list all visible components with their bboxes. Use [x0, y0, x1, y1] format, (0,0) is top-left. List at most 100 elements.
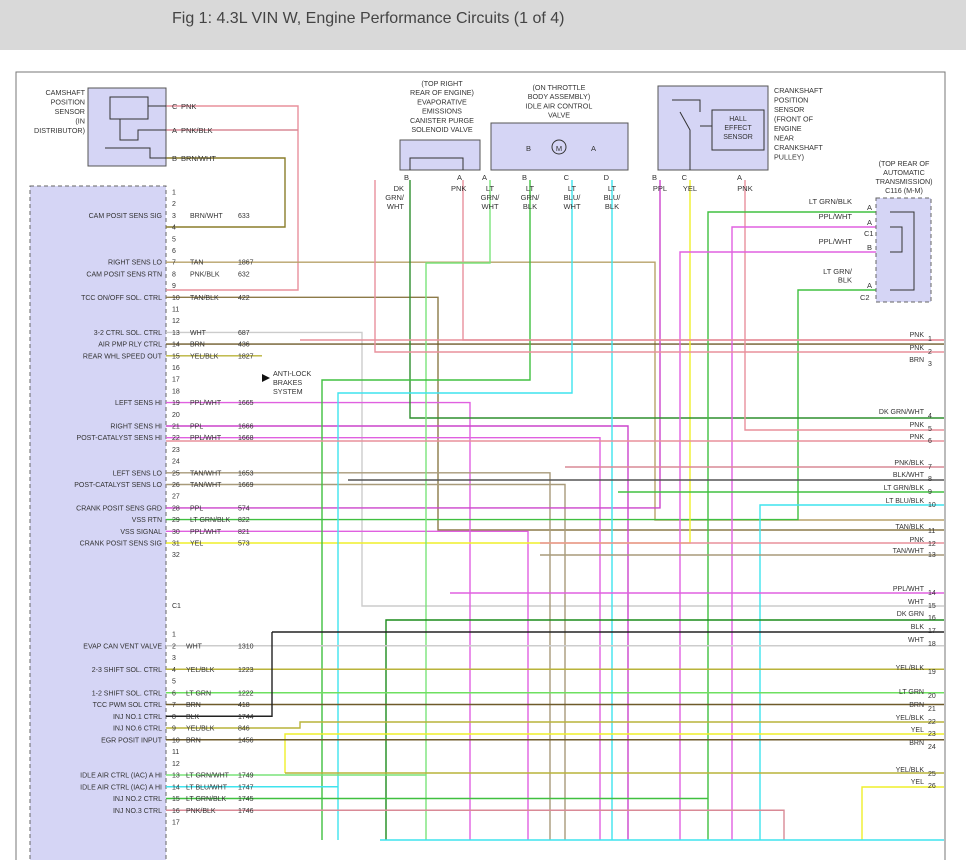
wire-iac-b [321, 180, 531, 840]
wire-pin30-pplwht [166, 530, 529, 840]
right-terminal-wire: PNK [910, 345, 925, 352]
pcm-c1-circuit: 1665 [238, 400, 254, 407]
pcm-c2-pin-number: 2 [172, 643, 176, 650]
pcm-c1-wire-color: LT GRN/BLK [190, 517, 231, 524]
pcm-c1-circuit: 687 [238, 330, 250, 337]
cam-pin-letter: C [172, 102, 178, 111]
right-terminal-wire: YEL/BLK [896, 715, 925, 722]
pcm-c2-pin-number: 5 [172, 679, 176, 686]
pcm-c1-pin-number: 1 [172, 190, 176, 197]
right-terminal-wire: BRN [909, 702, 924, 709]
c116-loop-1 [890, 211, 915, 291]
right-terminal-number: 22 [928, 719, 936, 726]
iac-wire-label: LT [568, 184, 577, 193]
c116-wire-label: BLK [838, 276, 852, 285]
pcm-c1-pin-number: 29 [172, 517, 180, 524]
pcm-c2-pin-number: 16 [172, 808, 180, 815]
evap-wire-label: DK [394, 184, 404, 193]
camshaft-label: (IN [75, 117, 85, 126]
pcm-c1-circuit: 1653 [238, 470, 254, 477]
pcm-c2-function: 2-3 SHIFT SOL. CTRL [92, 667, 162, 674]
pcm-c1-pin-number: 28 [172, 505, 180, 512]
right-terminal-number: 19 [928, 669, 936, 676]
crankshaft-label: PULLEY) [774, 153, 804, 162]
pcm-c1-function: AIR PMP RLY CTRL [98, 342, 162, 349]
pcm-c2-circuit: 1223 [238, 667, 254, 674]
right-terminal-wire: YEL [911, 727, 924, 734]
wire-c116-ltgrnblk [707, 211, 876, 840]
pcm-c1-circuit: 821 [238, 529, 250, 536]
iac-wire-label: BLK [523, 202, 537, 211]
pcm-c1-wire-color: PPL/WHT [190, 529, 222, 536]
pcm-c2-pin-number: 3 [172, 655, 176, 662]
pcm-c2-wire-color: BLK [186, 714, 200, 721]
iac-valve-box [490, 122, 629, 171]
pcm-c1-pin-number: 14 [172, 342, 180, 349]
evap-wire-label: GRN/ [385, 193, 405, 202]
pcm-c1-circuit: 573 [238, 541, 250, 548]
pcm-c2-function: INJ NO.1 CTRL [113, 714, 162, 721]
pcm-c1-function: CAM POSIT SENS RTN [86, 271, 162, 278]
iac-pin-letter: B [522, 173, 527, 182]
iac-label: VALVE [548, 111, 570, 120]
pcm-c2-circuit: 1745 [238, 796, 254, 803]
pcm-c1-function: CRANK POSIT SENS GRD [76, 505, 162, 512]
pcm-c2-function: EVAP CAN VENT VALVE [83, 643, 162, 650]
right-terminal-number: 10 [928, 502, 936, 509]
pcm-c1-pin-number: 23 [172, 447, 180, 454]
c116-label: C116 (M-M) [885, 186, 923, 195]
right-terminal-number: 21 [928, 706, 936, 713]
pcm-c2-wire-color: YEL/BLK [186, 667, 215, 674]
right-terminal-number: 16 [928, 615, 936, 622]
pcm-module [29, 185, 167, 860]
right-terminal-wire: BLK [911, 624, 925, 631]
right-terminal-number: 5 [928, 426, 932, 433]
abs-arrow [262, 374, 270, 382]
pcm-c2-function: INJ NO.6 CTRL [113, 726, 162, 733]
pcm-c1-circuit: 1827 [238, 353, 254, 360]
pcm-c2-pin-number: 4 [172, 667, 176, 674]
pcm-c1-pin-number: 2 [172, 201, 176, 208]
pcm-c1-wire-color: YEL/BLK [190, 353, 219, 360]
evap-pin-letter: A [457, 173, 462, 182]
pcm-c2-wire-color: LT GRN/BLK [186, 796, 227, 803]
pcm-c1-pin-number: 26 [172, 482, 180, 489]
right-terminal-number: 8 [928, 476, 932, 483]
wire-crank-pnk [744, 180, 944, 431]
pcm-c1-pin-number: 9 [172, 283, 176, 290]
cam-pin-letter: B [172, 154, 177, 163]
iac-wire-label: GRN/ [481, 193, 501, 202]
pcm-c2-circuit: 1222 [238, 690, 254, 697]
pcm-c2-circuit: 1456 [238, 737, 254, 744]
evap-coil-r [452, 157, 464, 170]
wire-c2-pin9 [166, 721, 944, 729]
wire-pin13-wht [166, 331, 944, 607]
right-terminal-wire: PNK [910, 537, 925, 544]
right-terminal-number: 18 [928, 641, 936, 648]
evap-label: (TOP RIGHT [421, 79, 463, 88]
right-terminal-wire: TAN/BLK [895, 524, 924, 531]
crank-inner-1 [672, 99, 701, 112]
pcm-c1-pin-number: 13 [172, 330, 180, 337]
iac-inner-m: M [556, 144, 562, 153]
right-terminal-wire: WHT [908, 637, 925, 644]
c116-c1: C1 [864, 229, 874, 238]
iac-wire-label: BLK [605, 202, 619, 211]
wire-pin21-ppl [166, 425, 629, 840]
right-terminal-number: 4 [928, 413, 932, 420]
crankshaft-label: ENGINE [774, 124, 802, 133]
wire-cam-pnk [166, 105, 299, 291]
pcm-c2-wire-color: BRN [186, 702, 201, 709]
c116-pin-letter: B [867, 243, 872, 252]
pcm-c2-pin-number: 15 [172, 796, 180, 803]
c116-pin-letter: A [867, 281, 872, 290]
pcm-c1-pin-number: 32 [172, 552, 180, 559]
pcm-c1-wire-color: PNK/BLK [190, 271, 220, 278]
pcm-c1-function: REAR WHL SPEED OUT [83, 353, 163, 360]
pcm-c1-pin-number: 11 [172, 307, 179, 314]
pcm-c1-pin-number: 22 [172, 435, 180, 442]
pcm-c2-wire-color: LT GRN/WHT [186, 773, 230, 780]
pcm-c1-pin-number: 12 [172, 318, 180, 325]
pcm-c2-circuit: 1747 [238, 784, 254, 791]
pcm-c2-wire-color: WHT [186, 643, 203, 650]
